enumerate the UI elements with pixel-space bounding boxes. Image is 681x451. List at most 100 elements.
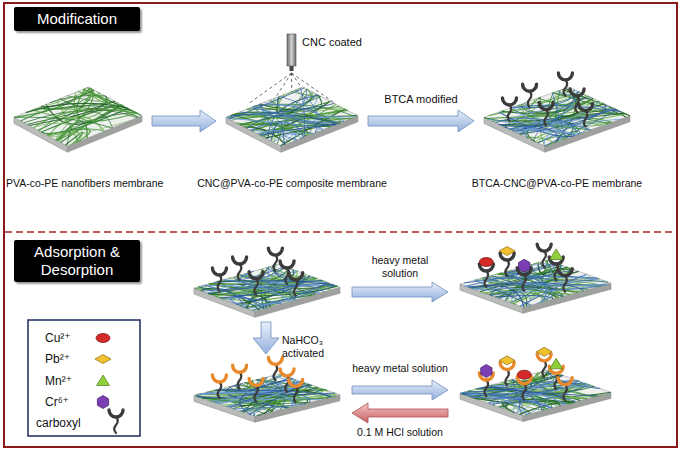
- annotation-label: heavy metal solution: [352, 362, 448, 375]
- carboxyl-cup: [558, 73, 572, 80]
- carboxyl-stem: [563, 276, 567, 292]
- carboxyl-cup: [280, 261, 294, 268]
- header-text: Adsorption & Desorption: [18, 243, 136, 279]
- fiber: [484, 387, 597, 396]
- nozzle-tip: [290, 66, 294, 71]
- fiber: [224, 280, 293, 301]
- carboxyl-cup: [558, 269, 572, 276]
- manganese-ion: [550, 249, 563, 260]
- membrane-node: PVA-co-PE nanofibers membrane: [12, 85, 144, 157]
- carboxyl-stem: [505, 260, 509, 276]
- carboxyl-stem: [218, 382, 222, 398]
- membrane-top: [460, 260, 611, 307]
- membrane-node: CNC@PVA-co-PE composite membrane: [224, 85, 360, 157]
- legend-swatch: [109, 410, 123, 433]
- fiber: [229, 299, 297, 304]
- membrane-caption: CNC@PVA-co-PE composite membrane: [197, 177, 387, 190]
- fiber: [512, 91, 578, 107]
- carboxyl-stem: [542, 361, 546, 377]
- fiber: [60, 99, 118, 109]
- carboxyl-stem: [505, 369, 509, 385]
- carboxyl-stem: [508, 105, 512, 121]
- legend-text: Cr⁶⁺: [45, 395, 69, 409]
- carboxyl-cup: [233, 365, 247, 372]
- nozzle-body: [287, 34, 296, 66]
- fiber: [498, 110, 616, 127]
- block-arrow: [352, 403, 448, 423]
- manganese-ion: [550, 358, 563, 369]
- fiber: [214, 281, 334, 285]
- fiber: [252, 282, 326, 310]
- fiber: [499, 125, 558, 142]
- membrane-top: [484, 87, 630, 146]
- copper-ion: [517, 370, 531, 379]
- fiber: [466, 394, 552, 408]
- carboxyl-cup: [537, 244, 551, 251]
- fiber: [14, 88, 90, 117]
- carboxyl-stem: [544, 110, 548, 126]
- fiber: [525, 102, 599, 123]
- legend-text: carboxyl: [36, 416, 81, 430]
- carboxyl-stem: [238, 372, 242, 388]
- membrane-activated: [194, 357, 340, 422]
- carboxyl-stem: [522, 275, 526, 291]
- legend-swatches: [95, 334, 123, 434]
- carboxyl-stem: [254, 385, 258, 401]
- membrane-caption: BTCA-CNC@PVA-co-PE membrane: [472, 177, 642, 190]
- lead-ion: [499, 247, 515, 256]
- carboxyl-stem: [528, 91, 532, 107]
- fiber: [264, 94, 316, 106]
- membrane-illustration: [224, 85, 360, 165]
- fiber: [251, 108, 324, 130]
- fiber: [262, 91, 312, 136]
- fiber: [273, 134, 302, 142]
- legend-text: Mn²⁺: [45, 374, 72, 388]
- carboxyl-cup: [249, 272, 263, 279]
- membrane-top: [194, 264, 340, 311]
- membrane-loaded: [460, 244, 611, 313]
- carboxyl-stem: [564, 80, 568, 96]
- annotation-label: NaHCO₃ activated: [282, 334, 346, 359]
- fiber: [198, 392, 293, 406]
- outer-frame: [4, 3, 677, 447]
- fiber: [229, 88, 305, 119]
- carboxyl-cup: [523, 84, 537, 91]
- block-arrow: [152, 110, 216, 132]
- fiber: [14, 117, 112, 128]
- legend-text: Pb²⁺: [45, 352, 70, 366]
- fiber: [240, 271, 319, 293]
- carboxyl-cup: [233, 257, 247, 264]
- carboxyl-cup: [212, 268, 226, 275]
- membrane-top: [226, 87, 358, 146]
- carboxyl-cup: [280, 369, 294, 376]
- lead-ion: [536, 347, 552, 356]
- legend-swatch: [96, 334, 110, 343]
- carboxyl-stem: [542, 251, 546, 267]
- membrane-activated-loaded: [460, 347, 611, 421]
- carboxyl-cup: [570, 89, 584, 96]
- carboxyl-cup: [539, 103, 553, 110]
- lead-ion: [499, 356, 515, 365]
- carboxyl-cup: [212, 375, 226, 382]
- carboxyl-cup: [289, 273, 303, 280]
- carboxyl-stem: [274, 364, 278, 380]
- membrane-top: [194, 374, 340, 416]
- carboxyl-stem: [563, 385, 567, 401]
- carboxyl-cup: [579, 104, 593, 111]
- membrane-carboxyl: [194, 248, 340, 317]
- carboxyl-cup: [249, 378, 263, 385]
- carboxyl-stem: [114, 417, 118, 433]
- legend-box: [28, 320, 140, 436]
- fiber: [234, 403, 307, 409]
- fiber: [520, 104, 606, 134]
- fiber: [83, 89, 107, 103]
- carboxyl-stem: [238, 264, 242, 280]
- annotation-label: 0.1 M HCl solution: [357, 426, 443, 439]
- fiber: [228, 280, 329, 301]
- membrane-illustration: [12, 85, 144, 165]
- carboxyl-stem: [294, 386, 298, 402]
- section-divider: [5, 231, 676, 232]
- membrane-node: BTCA-CNC@PVA-co-PE membrane: [482, 85, 632, 157]
